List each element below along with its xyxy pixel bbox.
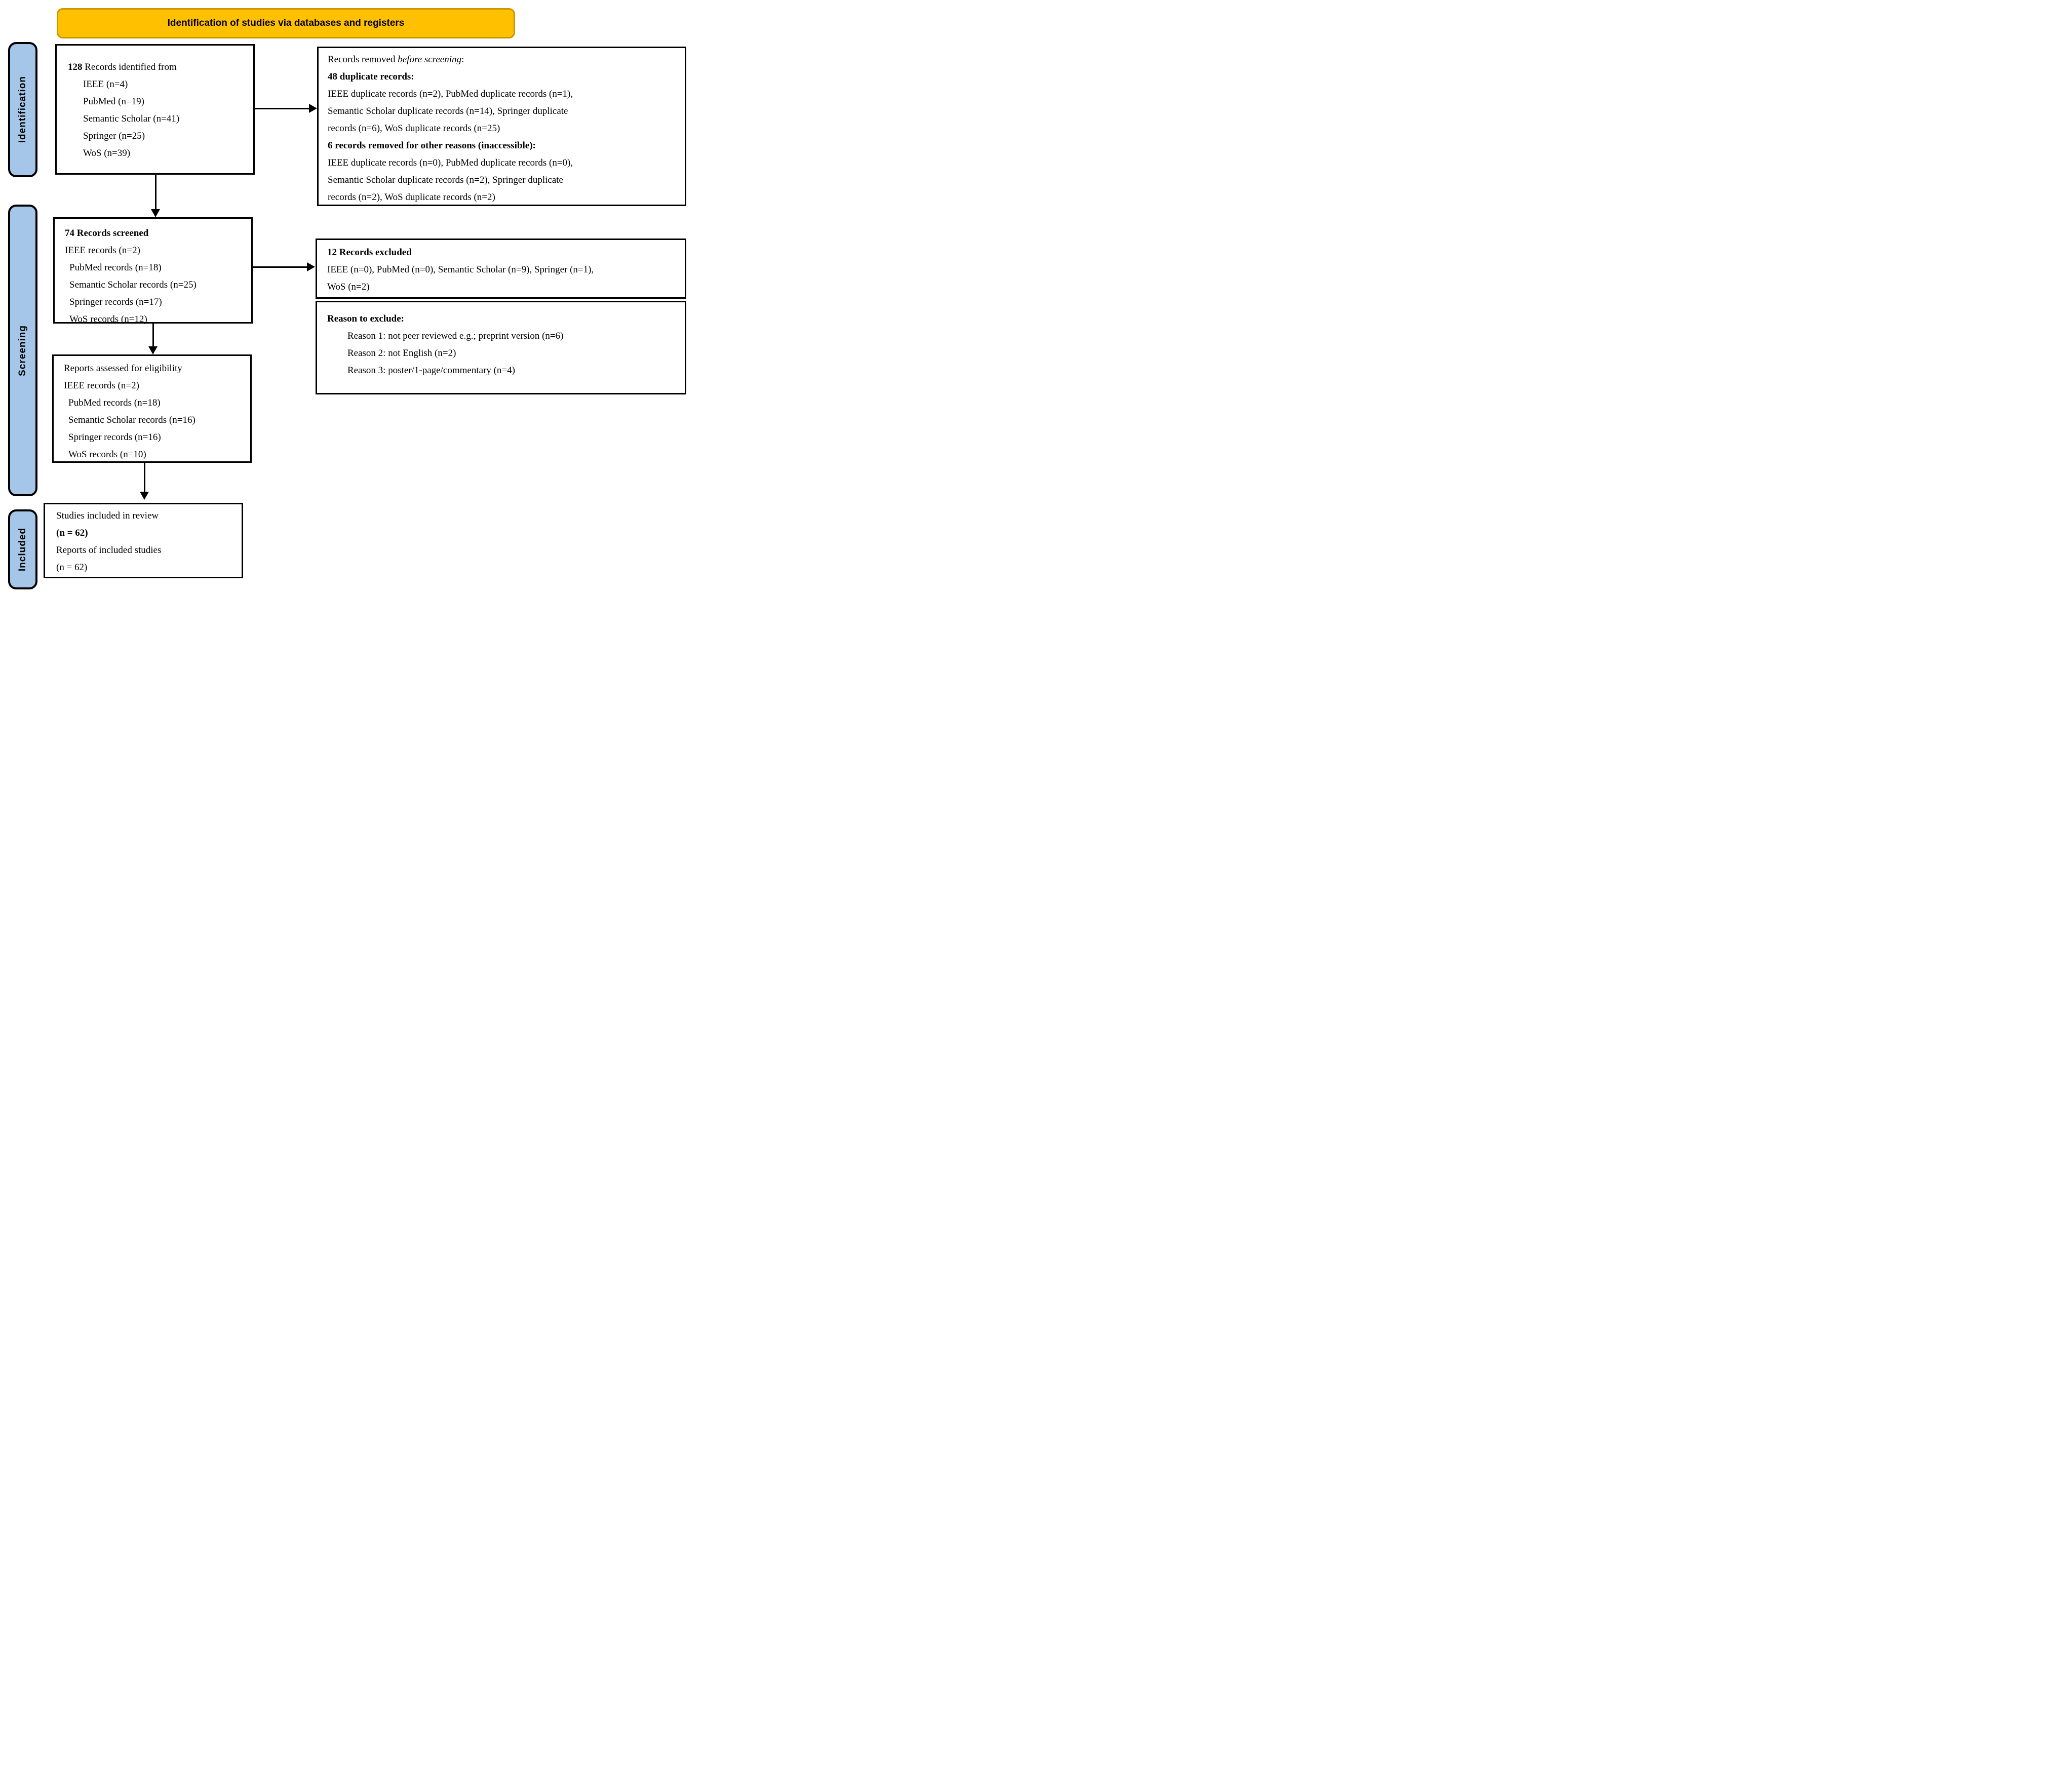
duplicate-records-detail: Semantic Scholar duplicate records (n=14… [328,106,568,116]
screened-source: IEEE records (n=2) [65,245,140,256]
exclusion-reasons-heading: Reason to exclude: [327,313,404,324]
sidebar-identification: Identification [8,42,37,177]
assessed-source: Semantic Scholar records (n=16) [68,415,196,425]
sidebar-screening: Screening [8,205,37,496]
sidebar-screening-label: Screening [17,325,28,376]
assessed-source: WoS records (n=10) [68,449,146,460]
exclusion-reason: Reason 2: not English (n=2) [347,348,456,359]
records-excluded-heading: 12 Records excluded [327,247,412,258]
records-removed-heading: Records removed before screening: [328,54,464,65]
title-banner: Identification of studies via databases … [57,8,515,38]
records-excluded-detail: IEEE (n=0), PubMed (n=0), Semantic Schol… [327,264,594,275]
screened-source: Semantic Scholar records (n=25) [69,280,197,290]
reports-assessed-heading: Reports assessed for eligibility [64,363,182,374]
sidebar-included: Included [8,509,37,589]
other-reasons-detail: Semantic Scholar duplicate records (n=2)… [328,175,563,185]
box-reports-assessed: Reports assessed for eligibility IEEE re… [52,354,252,463]
box-records-identified: 128 Records identified from IEEE (n=4) P… [55,44,255,175]
identified-source: Semantic Scholar (n=41) [83,113,180,124]
records-identified-heading: 128 Records identified from [68,62,177,72]
records-screened-heading: 74 Records screened [65,228,149,239]
exclusion-reason: Reason 1: not peer reviewed e.g.; prepri… [347,331,564,341]
duplicate-records-detail: records (n=6), WoS duplicate records (n=… [328,123,500,134]
identified-source: PubMed (n=19) [83,96,145,107]
duplicate-records-heading: 48 duplicate records: [328,71,414,82]
records-excluded-detail: WoS (n=2) [327,282,370,292]
other-reasons-detail: IEEE duplicate records (n=0), PubMed dup… [328,157,573,168]
screened-source: Springer records (n=17) [69,297,162,307]
reports-included-count: (n = 62) [56,562,88,573]
assessed-source: Springer records (n=16) [68,432,161,443]
box-studies-included: Studies included in review (n = 62) Repo… [44,503,243,578]
assessed-source: PubMed records (n=18) [68,398,161,408]
screened-source: WoS records (n=12) [69,314,147,325]
other-reasons-detail: records (n=2), WoS duplicate records (n=… [328,192,495,203]
screened-source: PubMed records (n=18) [69,262,162,273]
box-records-removed: Records removed before screening: 48 dup… [317,47,686,206]
exclusion-reason: Reason 3: poster/1-page/commentary (n=4) [347,365,515,376]
box-exclusion-reasons: Reason to exclude: Reason 1: not peer re… [316,301,686,394]
other-reasons-heading: 6 records removed for other reasons (ina… [328,140,536,151]
studies-included-count: (n = 62) [56,528,88,538]
identified-source: Springer (n=25) [83,131,145,141]
box-records-screened: 74 Records screened IEEE records (n=2) P… [53,217,253,325]
studies-included-heading: Studies included in review [56,510,159,521]
reports-included-heading: Reports of included studies [56,545,162,555]
duplicate-records-detail: IEEE duplicate records (n=2), PubMed dup… [328,89,573,99]
sidebar-identification-label: Identification [17,76,28,143]
diagram-title: Identification of studies via databases … [167,18,405,28]
prisma-flow-diagram: Identification of studies via databases … [0,0,691,596]
identified-source: IEEE (n=4) [83,79,128,90]
identified-source: WoS (n=39) [83,148,131,158]
assessed-source: IEEE records (n=2) [64,380,139,391]
sidebar-included-label: Included [17,527,28,572]
box-records-excluded: 12 Records excluded IEEE (n=0), PubMed (… [316,239,686,299]
